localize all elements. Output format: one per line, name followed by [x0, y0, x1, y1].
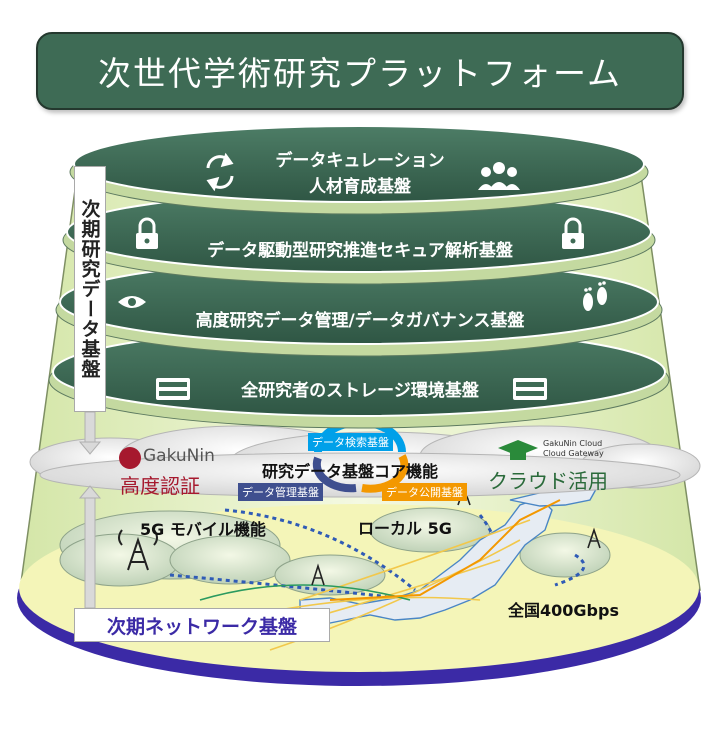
cloud-logo-line1: GakuNin Cloud	[543, 439, 603, 448]
title-banner: 次世代学術研究プラットフォーム	[36, 32, 684, 110]
auth-label: 高度認証	[120, 474, 200, 498]
speed-label: 全国400Gbps	[508, 601, 619, 620]
research-data-side-label: 次期研究データ基盤	[74, 166, 106, 412]
storage-icon	[156, 378, 190, 400]
search-tag: データ検索基盤	[308, 433, 393, 451]
layer-4-label: 全研究者のストレージ環境基盤	[241, 381, 479, 401]
network-base-label: 次期ネットワーク基盤	[74, 608, 330, 642]
publish-tag: データ公開基盤	[382, 483, 467, 501]
layer-2-label: データ駆動型研究推進セキュア解析基盤	[207, 241, 513, 261]
storage-icon	[513, 378, 547, 400]
layer-1-label: データキュレーション 人材育成基盤	[200, 148, 520, 200]
lock-icon	[562, 217, 584, 249]
layer-1-line2: 人材育成基盤	[309, 177, 411, 197]
core-cloud	[29, 425, 701, 498]
local-cloud	[274, 507, 611, 596]
network-base-text: 次期ネットワーク基盤	[106, 615, 297, 638]
side-label-text: 次期研究データ基盤	[78, 199, 101, 379]
local-5g-label: ローカル 5G	[358, 519, 452, 538]
people-icon	[478, 162, 520, 190]
refresh-icon	[206, 152, 234, 192]
page-title: 次世代学術研究プラットフォーム	[97, 54, 622, 93]
cloud-label: クラウド活用	[488, 469, 608, 493]
eye-icon	[118, 296, 146, 308]
manage-tag: データ管理基盤	[238, 483, 323, 501]
mobile-label: 5G モバイル機能	[140, 520, 266, 539]
layer-ring-2	[62, 191, 656, 285]
layer-3-label: 高度研究データ管理/データガバナンス基盤	[195, 311, 525, 331]
gakunin-logo-text: GakuNin	[143, 446, 215, 466]
footprint-icon	[583, 281, 607, 311]
layer-ring-3	[55, 259, 663, 357]
cloud-gateway-logo: GakuNin Cloud Cloud Gateway	[543, 439, 604, 459]
lock-icon	[136, 217, 158, 249]
layer-1-line1: データキュレーション	[275, 151, 445, 171]
gakunin-seal-icon	[119, 447, 141, 469]
cloud-logo-line2: Cloud Gateway	[543, 449, 604, 458]
core-label: 研究データ基盤コア機能	[262, 462, 439, 481]
antenna-icon	[118, 529, 158, 571]
cloud-gateway-icon	[498, 440, 538, 460]
